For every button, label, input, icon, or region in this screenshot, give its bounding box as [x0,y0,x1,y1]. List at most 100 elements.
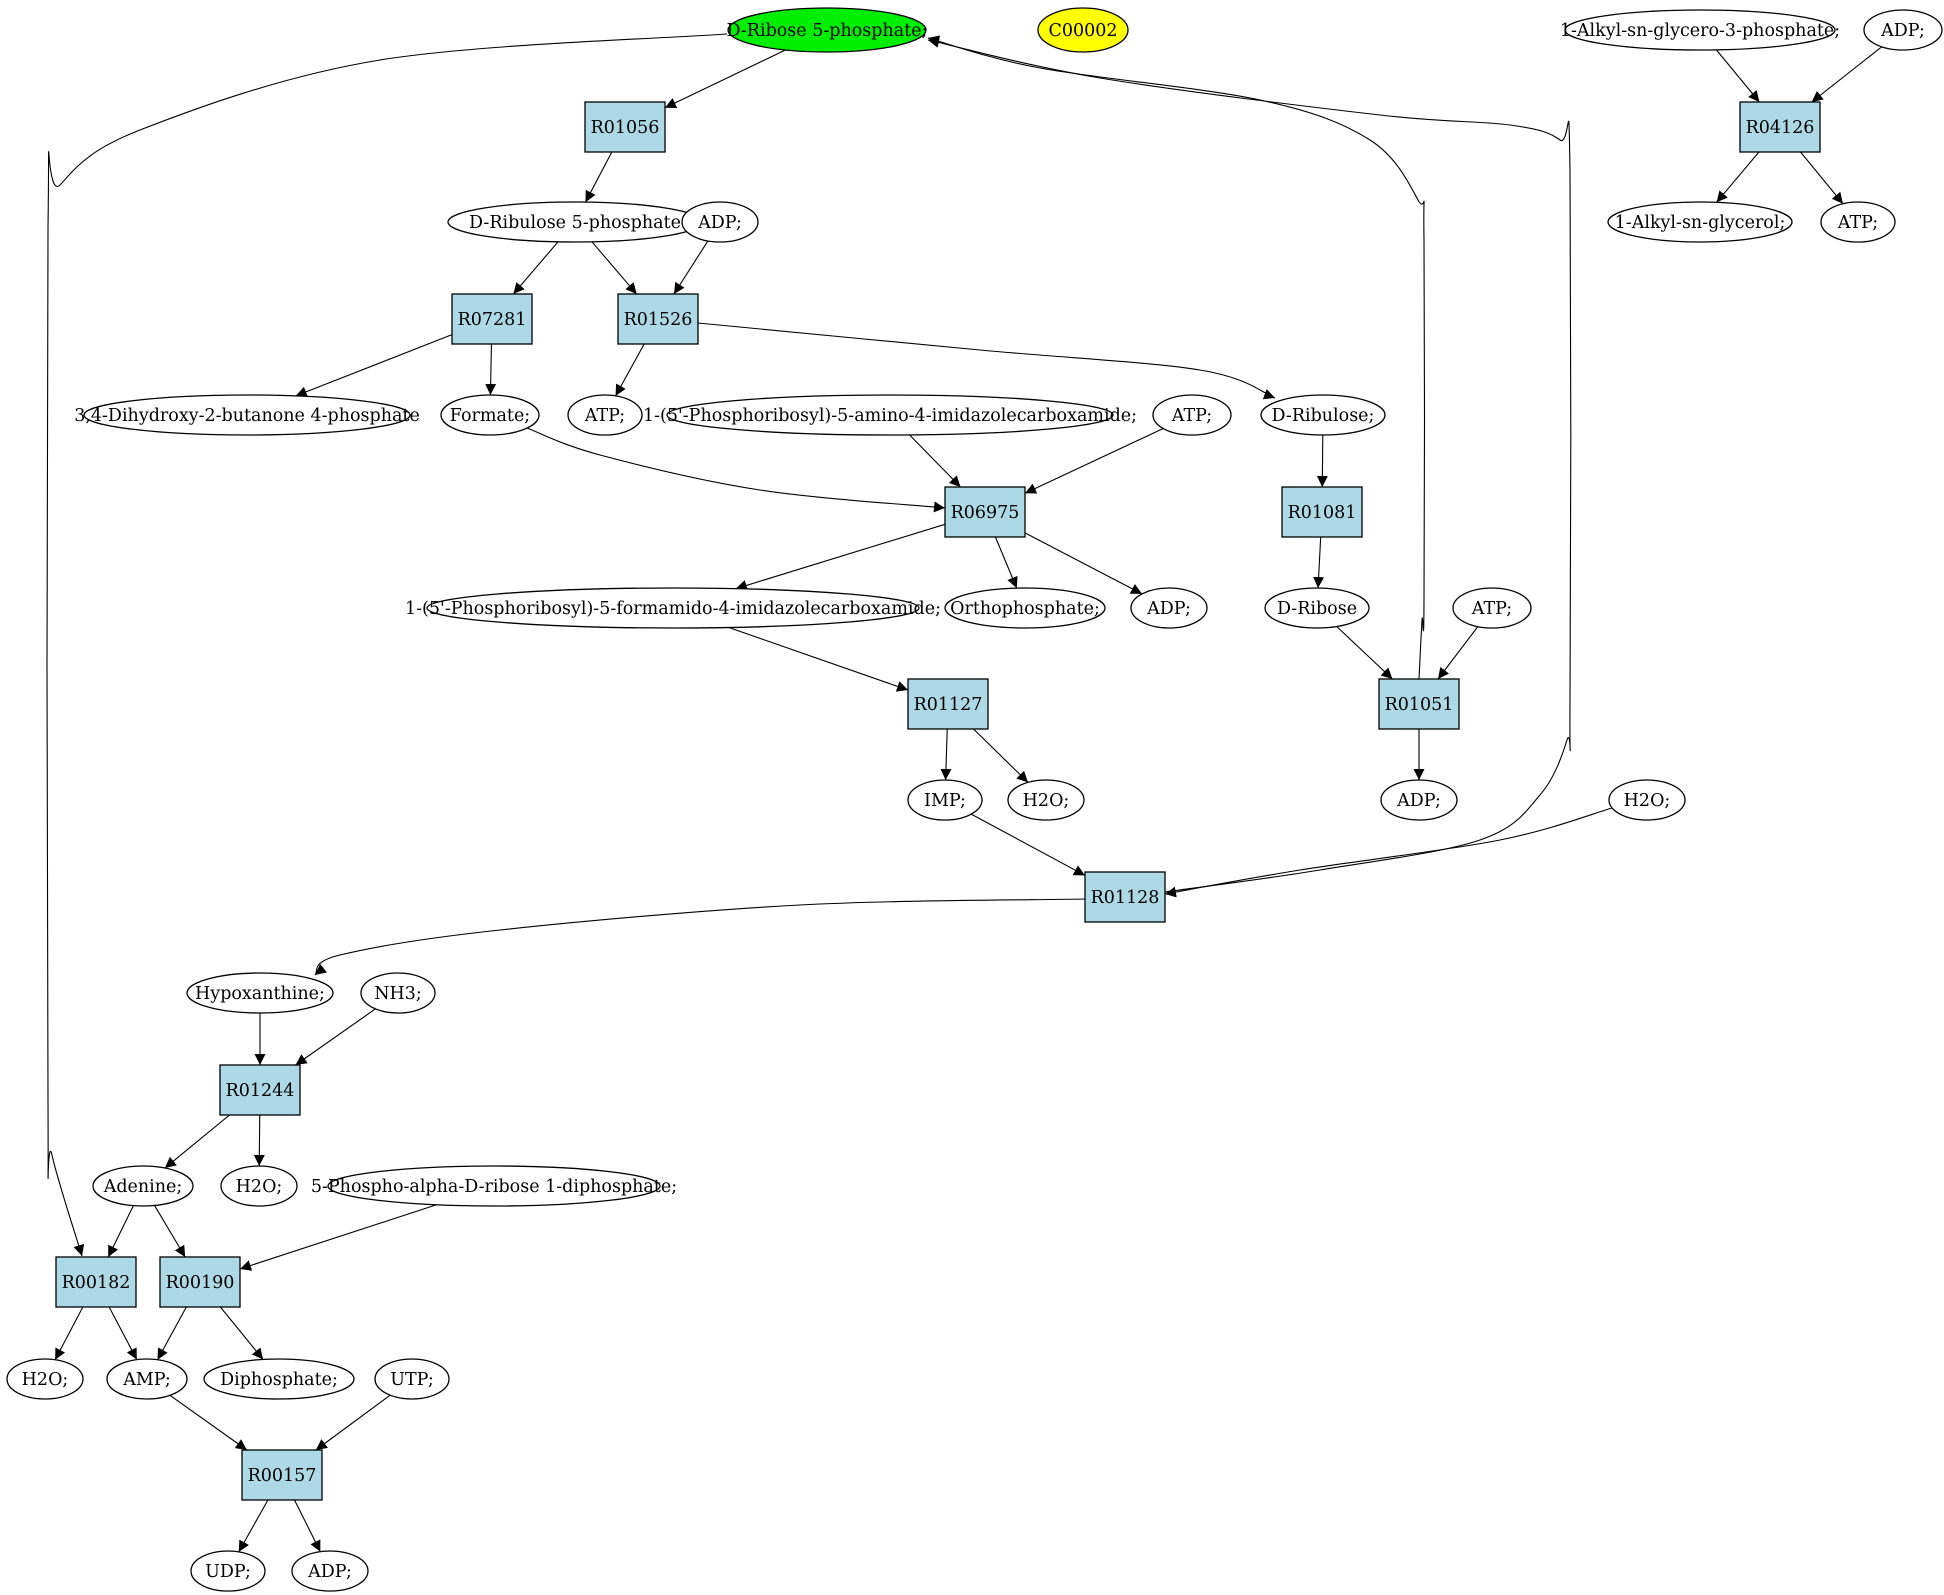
compound-node-h2o3[interactable]: H2O; [220,1165,298,1207]
node-label: R01051 [1385,695,1454,715]
compound-node-hypox[interactable]: Hypoxanthine; [186,972,334,1014]
compound-node-formate[interactable]: Formate; [440,394,540,436]
node-label: 3,4-Dihydroxy-2-butanone 4-phosphate [74,406,420,426]
compound-node-nh3[interactable]: NH3; [360,972,436,1014]
compound-node-udp[interactable]: UDP; [190,1550,266,1592]
compound-node-alkylg3p[interactable]: 1-Alkyl-sn-glycero-3-phosphate; [1560,9,1840,51]
node-label: AMP; [122,1370,171,1390]
nodes-layer: D-Ribose 5-phosphate; C00002 1-Alkyl-sn-gl… [6,7,1943,1592]
node-label: D-Ribulose 5-phosphate [469,213,681,233]
reaction-box [241,1449,323,1501]
compound-node-imp[interactable]: IMP; [907,779,983,821]
compound-node-adp_top[interactable]: ADP; [1863,9,1943,51]
reaction-node-r04126[interactable]: R04126 [1739,101,1821,153]
edge-faicar-to-r01127 [728,626,909,692]
edge-r07281-to-formate [485,343,497,396]
compound-ellipse [666,394,1114,436]
node-label: R06975 [951,503,1020,523]
node-label: R01128 [1091,888,1160,908]
reaction-node-r06975[interactable]: R06975 [944,486,1026,538]
reaction-node-r00157[interactable]: R00157 [241,1449,323,1501]
compound-ellipse [106,1358,188,1400]
node-label: ADP; [697,213,742,233]
compound-node-h2o4[interactable]: H2O; [6,1358,84,1400]
compound-node-ribulose[interactable]: D-Ribulose; [1260,394,1386,436]
reaction-box [219,1064,301,1116]
compound-node-prpp[interactable]: 5-Phospho-alpha-D-ribose 1-diphosphate; [311,1165,677,1207]
reaction-node-r01081[interactable]: R01081 [1281,486,1363,538]
edge-r07281-to-dhbp [295,334,453,398]
reaction-node-r01244[interactable]: R01244 [219,1064,301,1116]
edge-ribu5p-to-r07281 [512,241,559,295]
node-label: H2O; [236,1177,283,1197]
node-label: Orthophosphate; [950,599,1100,619]
compound-node-ribu5p[interactable]: D-Ribulose 5-phosphate [447,201,703,243]
reaction-node-r01056[interactable]: R01056 [584,101,666,153]
node-label: ADP; [1880,21,1925,41]
compound-node-adenine[interactable]: Adenine; [92,1165,194,1207]
compound-node-h2o1[interactable]: H2O; [1007,779,1085,821]
compound-node-diphos[interactable]: Diphosphate; [203,1358,355,1400]
node-label: ADP; [307,1562,352,1582]
compound-ellipse [203,1358,355,1400]
compound-node-faicar[interactable]: 1-(5'-Phosphoribosyl)-5-formamido-4-imid… [405,587,941,629]
edge-r00157-to-adp4 [294,1499,321,1552]
reaction-node-r01128[interactable]: R01128 [1084,871,1166,923]
compound-node-alkylg[interactable]: 1-Alkyl-sn-glycerol; [1607,201,1793,243]
compound-node-amp[interactable]: AMP; [106,1358,188,1400]
node-label: R01127 [914,695,983,715]
compound-node-atp_top[interactable]: ATP; [1820,201,1896,243]
compound-ellipse [1007,779,1085,821]
compound-node-c00002[interactable]: C00002 [1037,7,1129,53]
node-label: ADP; [1396,791,1441,811]
edge-r04126-to-atp_top [1800,151,1844,205]
reaction-node-r00190[interactable]: R00190 [159,1256,241,1308]
edge-r01081-to-ribose [1313,536,1325,589]
node-label: ATP; [1471,599,1512,619]
compound-node-adp3[interactable]: ADP; [1380,779,1458,821]
node-label: ADP; [1146,599,1191,619]
node-label: R01526 [624,310,693,330]
compound-node-utp[interactable]: UTP; [374,1358,450,1400]
node-label: R00182 [62,1273,131,1293]
edge-nh3-to-r01244 [295,1008,376,1066]
node-label: R01244 [226,1081,295,1101]
node-label: R04126 [1746,118,1815,138]
edge-r01244-to-h2o3 [253,1114,265,1167]
edge-rib5p-to-r01056 [664,49,786,109]
compound-ellipse [327,1165,661,1207]
node-label: Hypoxanthine; [195,984,325,1004]
reaction-node-r00182[interactable]: R00182 [55,1256,137,1308]
reaction-node-r01127[interactable]: R01127 [907,678,989,730]
reaction-box [451,293,533,345]
compound-node-aicar[interactable]: 1-(5'-Phosphoribosyl)-5-amino-4-imidazol… [643,394,1137,436]
compound-node-dhbp[interactable]: 3,4-Dihydroxy-2-butanone 4-phosphate [74,394,420,436]
edge-r04126-to-alkylg [1716,151,1760,203]
node-label: UTP; [390,1370,433,1390]
compound-node-ribose[interactable]: D-Ribose [1264,587,1370,629]
compound-node-rib5p[interactable]: D-Ribose 5-phosphate; [727,7,928,53]
compound-node-h2o2[interactable]: H2O; [1608,779,1686,821]
compound-node-adp2[interactable]: ADP; [1130,587,1208,629]
compound-node-orthop[interactable]: Orthophosphate; [944,587,1106,629]
node-label: Formate; [450,406,530,426]
edge-r01128-to-rib5p [927,37,1572,893]
compound-ellipse [186,972,334,1014]
edge-adenine-to-r00182 [107,1205,134,1258]
compound-ellipse [1452,587,1532,629]
compound-ellipse [727,7,927,53]
edge-r00190-to-amp [157,1306,187,1360]
compound-node-atp2[interactable]: ATP; [1152,394,1232,436]
compound-node-adp1[interactable]: ADP; [681,201,759,243]
edge-adp1-to-r01526 [673,240,709,295]
compound-node-atp3[interactable]: ATP; [1452,587,1532,629]
compound-ellipse [944,587,1106,629]
compound-ellipse [360,972,436,1014]
compound-node-atp1[interactable]: ATP; [567,394,643,436]
reaction-node-r01051[interactable]: R01051 [1378,678,1460,730]
reaction-node-r07281[interactable]: R07281 [451,293,533,345]
edge-r00190-to-diphos [219,1306,264,1360]
reaction-node-r01526[interactable]: R01526 [617,293,699,345]
compound-node-adp4[interactable]: ADP; [291,1550,369,1592]
